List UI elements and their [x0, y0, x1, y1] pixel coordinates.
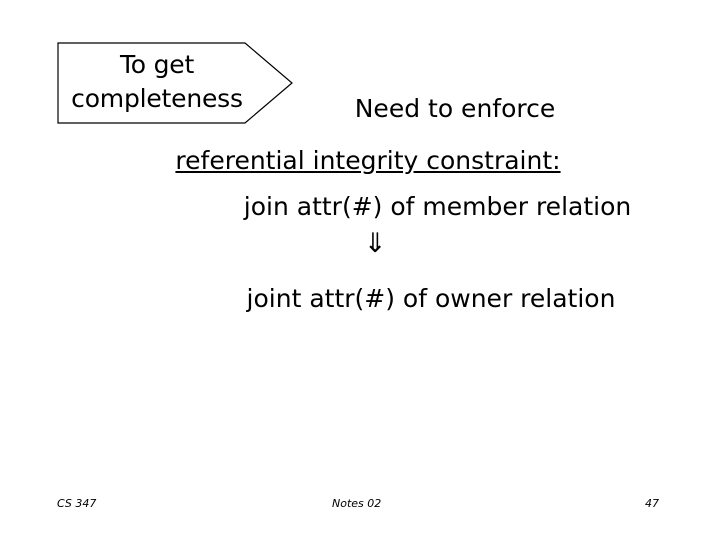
- text-line-owner-relation: joint attr(#) of owner relation: [246, 284, 616, 313]
- text-line-member-relation: join attr(#) of member relation: [243, 192, 632, 221]
- arrow-callout-shape[interactable]: To get completeness: [57, 42, 293, 124]
- footer-course-label: CS 347: [57, 497, 97, 510]
- footer-page-number: 47: [645, 497, 659, 510]
- footer-notes-label: Notes 02: [332, 497, 382, 510]
- double-down-arrow-icon: ⇓: [363, 228, 387, 259]
- text-line-need-to-enforce: Need to enforce: [354, 94, 556, 123]
- arrow-callout-outline: [57, 42, 293, 124]
- text-line-referential-integrity-constraint: referential integrity constraint:: [175, 146, 561, 175]
- arrow-callout-label: To get completeness: [71, 50, 243, 113]
